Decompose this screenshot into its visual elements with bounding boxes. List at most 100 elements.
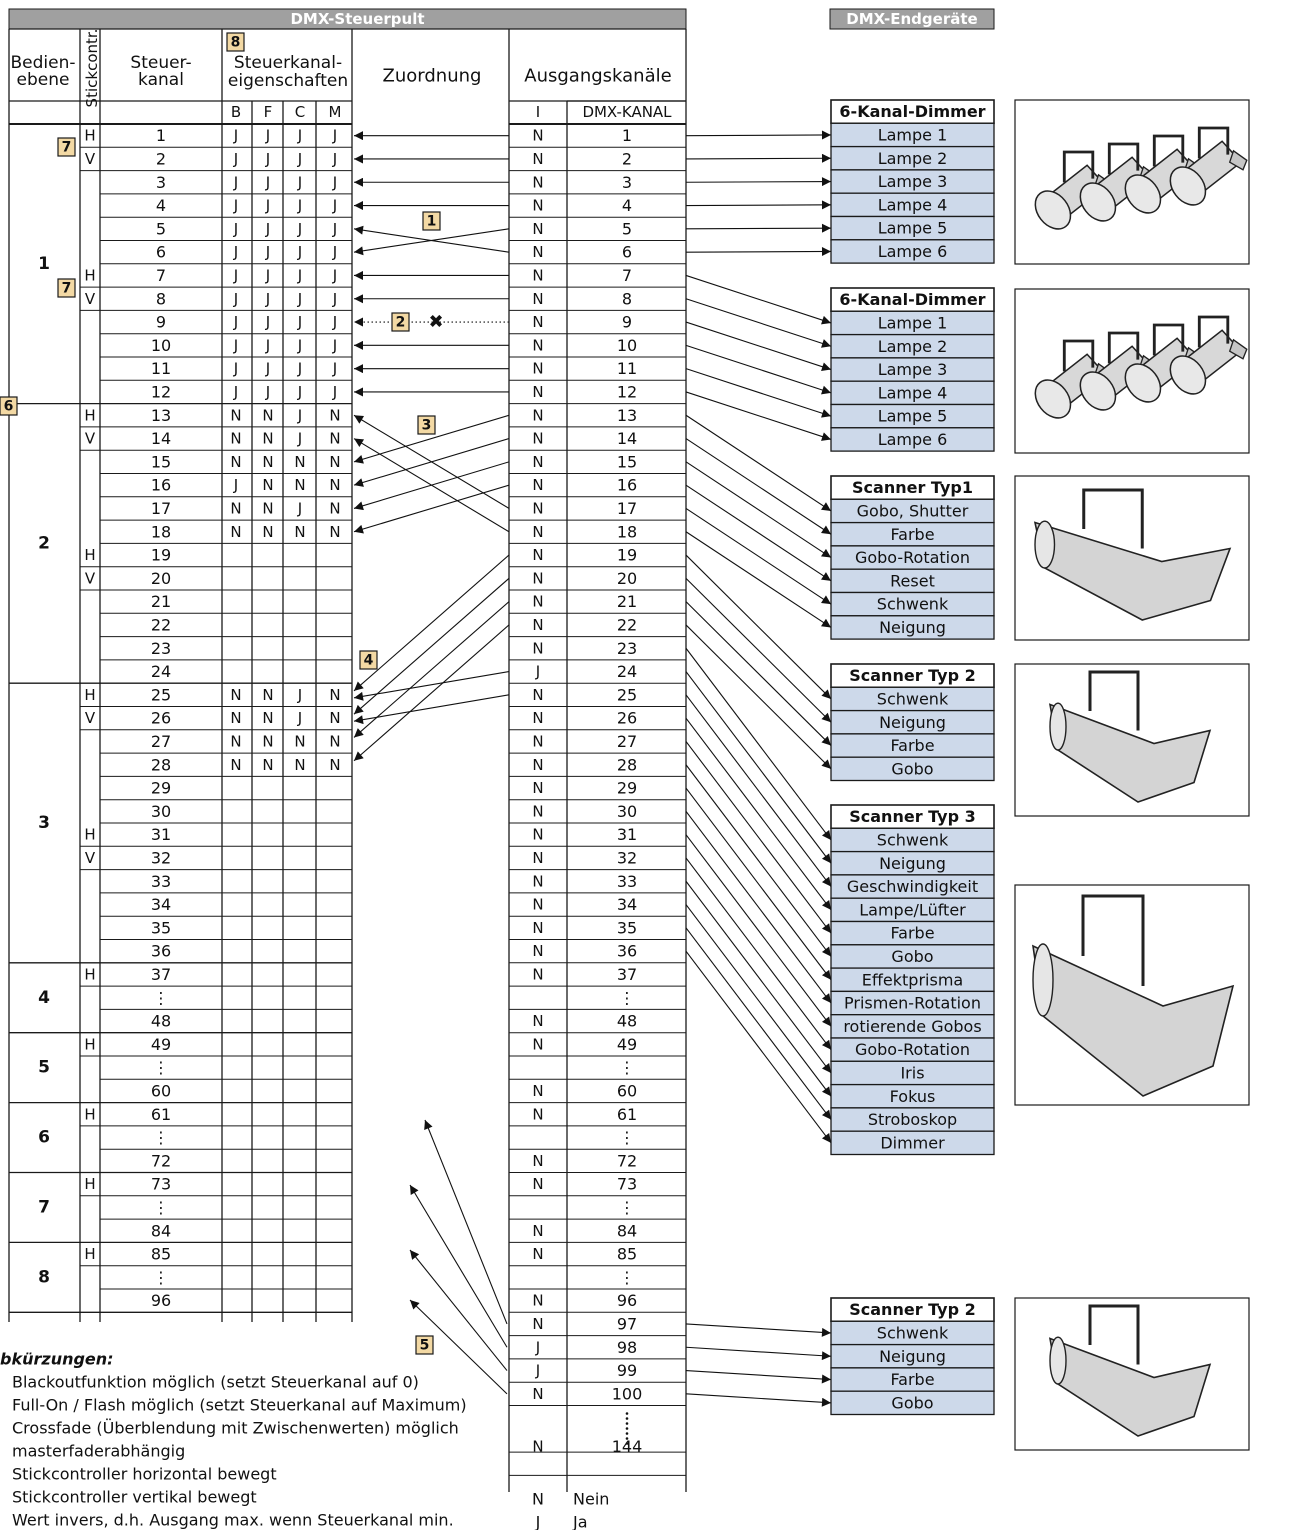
- device-arrow: [685, 1370, 832, 1384]
- device-channel-label: Iris: [900, 1063, 924, 1082]
- prop-cell: J: [332, 266, 337, 284]
- marker-box-m5: [415, 1335, 434, 1355]
- steuer-kanal-cell: 20: [151, 569, 171, 588]
- device-arrow: [685, 601, 832, 746]
- level-number: 1: [38, 254, 50, 274]
- prop-cell: J: [332, 243, 337, 261]
- output-invert-cell: N: [532, 1175, 543, 1193]
- device-channel-label: Neigung: [879, 713, 946, 732]
- device-channel-label: Farbe: [890, 924, 934, 943]
- prop-cell: J: [233, 243, 238, 261]
- stick-cell-v: V: [85, 290, 96, 308]
- dmx-kanal-cell: 7: [622, 266, 632, 285]
- fixture-bracket: [1062, 339, 1095, 372]
- patch-arrow: [353, 414, 510, 509]
- dmx-kanal-cell: 28: [617, 755, 637, 774]
- output-invert-cell: N: [532, 686, 543, 704]
- steuer-kanal-cell: 32: [151, 848, 171, 867]
- marker-box-m4: [359, 650, 378, 670]
- fixture-back: [1228, 149, 1248, 171]
- prop-cell: J: [265, 383, 270, 401]
- steuer-kanal-cell: 8: [156, 289, 166, 308]
- level-number: 4: [38, 988, 50, 1008]
- prop-cell: J: [265, 173, 270, 191]
- fixture-lens: [1034, 379, 1072, 419]
- patch-disconnected-cross: ✖: [428, 312, 443, 333]
- dmx-kanal-cell: 15: [617, 452, 637, 471]
- fixture-bracket: [1062, 150, 1095, 183]
- prop-cell: J: [332, 173, 337, 191]
- marker-label-m1: 1: [427, 214, 437, 230]
- dmx-kanal-cell: 48: [617, 1012, 637, 1031]
- legend-n-text: Nein: [573, 1490, 609, 1509]
- device-arrow: [685, 787, 832, 981]
- device-channel-label: Neigung: [879, 1347, 946, 1366]
- dmx-kanal-cell: 12: [617, 382, 637, 401]
- col-header-stick: Stickcontr.: [83, 29, 101, 108]
- dmx-kanal-cell: 23: [617, 639, 637, 658]
- patch-arrow: [353, 601, 510, 738]
- steuer-kanal-cell: 96: [151, 1291, 171, 1310]
- device-channel-label: Effektprisma: [862, 970, 963, 989]
- device-arrow: [685, 461, 832, 559]
- dmx-kanal-cell: 84: [617, 1221, 637, 1240]
- dmx-kanal-cell: 11: [617, 359, 637, 378]
- prop-cell: J: [233, 220, 238, 238]
- output-invert-cell: N: [532, 919, 543, 937]
- prop-cell: J: [332, 220, 337, 238]
- steuer-kanal-cell: 60: [151, 1081, 171, 1100]
- steuer-kanal-cell: 15: [151, 452, 171, 471]
- steuer-kanal-cell: 61: [151, 1105, 171, 1124]
- device-channel-label: Fokus: [890, 1087, 936, 1106]
- scanner-lens: [1049, 702, 1067, 751]
- prop-cell: N: [262, 732, 273, 750]
- patch-arrow: [353, 577, 510, 715]
- patch-arrow-up: [409, 1184, 508, 1348]
- device-channel-label: Dimmer: [880, 1133, 945, 1152]
- dmx-kanal-ellipsis-dot: [625, 1432, 629, 1435]
- device-arrow: [685, 811, 832, 1004]
- steuer-kanal-cell: 2: [156, 149, 166, 168]
- device-arrow: [685, 391, 832, 441]
- dmx-kanal-cell: 14: [617, 429, 637, 448]
- device-channel-label: Gobo: [891, 759, 933, 778]
- marker-box-m6: [0, 396, 18, 416]
- title-left: DMX-Steuerpult: [290, 10, 424, 28]
- legend-text: Blackoutfunktion möglich (setzt Steuerka…: [12, 1373, 419, 1392]
- output-invert-cell: N: [532, 639, 543, 657]
- device-channel-label: Schwenk: [877, 689, 949, 708]
- col-header-steuer-2: kanal: [138, 70, 184, 90]
- steuer-kanal-ellipsis: ⋮: [153, 1058, 169, 1077]
- prop-cell: N: [262, 406, 273, 424]
- legend-j-key: J: [535, 1513, 541, 1530]
- dmx-kanal-cell: 61: [617, 1105, 637, 1124]
- device-channel-label: Gobo, Shutter: [857, 501, 969, 520]
- marker-label-m3: 3: [422, 418, 432, 434]
- steuer-kanal-cell: 9: [156, 313, 166, 332]
- output-invert-cell: N: [532, 173, 543, 191]
- prop-cell: J: [265, 266, 270, 284]
- device-arrow: [685, 717, 832, 911]
- prop-cell: N: [262, 756, 273, 774]
- stick-cell-h: H: [84, 1035, 95, 1053]
- legend-j-text: Ja: [572, 1513, 588, 1530]
- scanner-type2-icon-b: [1048, 1304, 1212, 1437]
- output-invert-cell: N: [532, 1035, 543, 1053]
- stick-cell-v: V: [85, 569, 96, 587]
- stick-cell-v: V: [85, 150, 96, 168]
- device-channel-label: Gobo: [891, 1393, 933, 1412]
- dmx-kanal-cell: 49: [617, 1035, 637, 1054]
- device-title: 6-Kanal-Dimmer: [839, 102, 985, 121]
- scanner-lens: [1049, 1336, 1067, 1385]
- device-title: 6-Kanal-Dimmer: [839, 290, 985, 309]
- prop-cell: N: [329, 406, 340, 424]
- prop-cell: N: [230, 709, 241, 727]
- prop-cell: N: [329, 732, 340, 750]
- fixture-bracket: [1152, 323, 1185, 356]
- prop-cell: J: [233, 266, 238, 284]
- col-header-ebene-2: ebene: [17, 70, 70, 90]
- device-channel-label: Geschwindigkeit: [847, 877, 978, 896]
- device-channel-label: Lampe 1: [878, 125, 948, 144]
- col-header-eig-2: eigenschaften: [228, 71, 348, 91]
- legend-text: Stickcontroller vertikal bewegt: [12, 1488, 257, 1507]
